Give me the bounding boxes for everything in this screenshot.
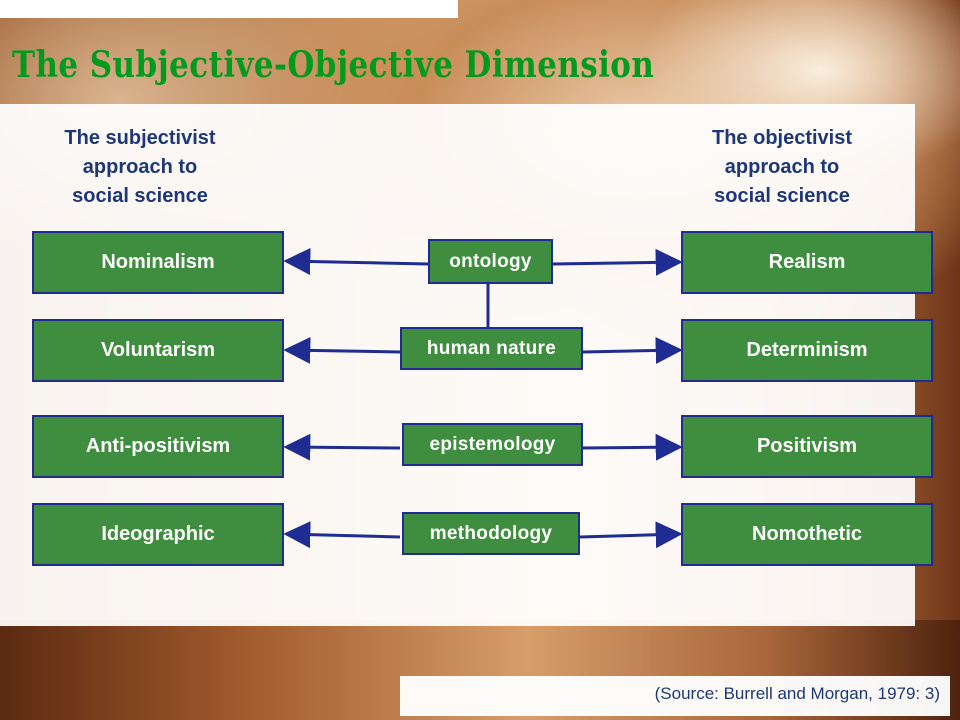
arrow-epistemology-left — [283, 433, 401, 461]
arrow-epistemology-right — [582, 433, 683, 461]
box-determinism: Determinism — [681, 319, 933, 382]
box-voluntarism: Voluntarism — [32, 319, 284, 382]
slide-title: The Subjective-Objective Dimension — [12, 44, 655, 86]
box-methodology: methodology — [402, 512, 580, 555]
objectivist-heading: The objectivist approach to social scien… — [711, 127, 853, 207]
box-nominalism: Nominalism — [32, 231, 284, 294]
box-realism: Realism — [681, 231, 933, 294]
arrow-methodology-right — [579, 521, 683, 549]
box-ontology: ontology — [428, 239, 553, 284]
top-white-strip — [0, 0, 458, 18]
arrow-ontology-right — [552, 248, 683, 276]
subjectivist-heading: The subjectivist approach to social scie… — [64, 127, 216, 207]
box-positivism: Positivism — [681, 415, 933, 478]
arrow-human-nature-left — [283, 336, 401, 364]
box-anti-positivism: Anti-positivism — [32, 415, 284, 478]
source-citation: (Source: Burrell and Morgan, 1979: 3) — [654, 684, 940, 703]
source-panel — [400, 676, 950, 716]
box-human-nature: human nature — [400, 327, 583, 370]
box-epistemology: epistemology — [402, 423, 583, 466]
arrow-human-nature-right — [582, 337, 683, 364]
arrow-methodology-left — [283, 521, 401, 549]
box-ideographic: Ideographic — [32, 503, 284, 566]
arrow-ontology-left — [283, 248, 429, 276]
box-nomothetic: Nomothetic — [681, 503, 933, 566]
